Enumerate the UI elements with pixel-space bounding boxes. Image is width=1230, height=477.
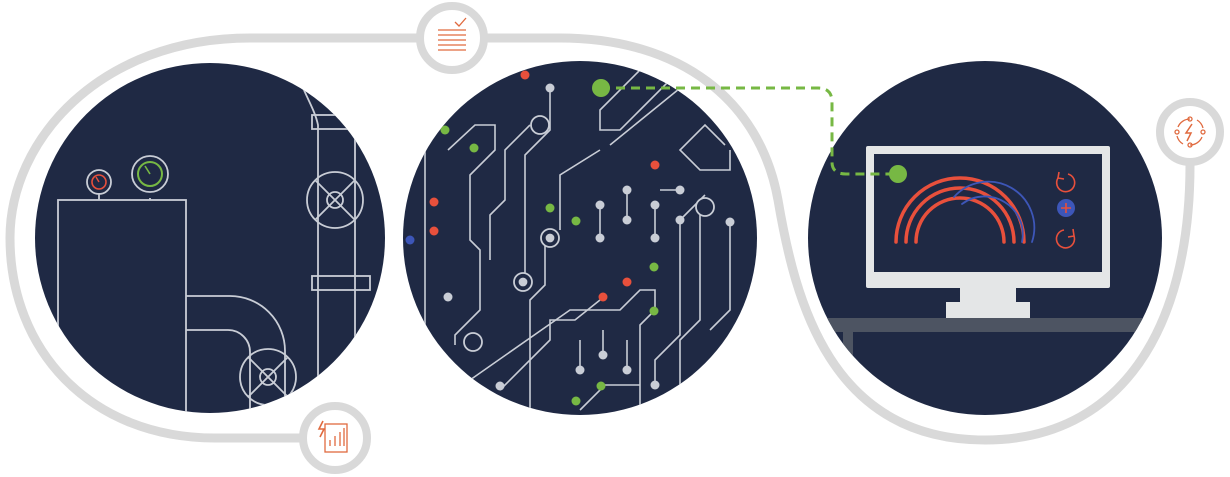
undo-icon[interactable] (1055, 171, 1076, 193)
desk-surface (808, 318, 1162, 332)
scene-industrial-plant (35, 63, 385, 413)
circuit-alert-dots (429, 70, 660, 302)
elbow-pipe (186, 295, 286, 413)
circuit-traces (424, 69, 757, 415)
circuit-nodes (443, 83, 735, 391)
scene-monitoring-dashboard (808, 61, 1162, 415)
checklist-icon (438, 17, 467, 51)
circuit-active-dots (440, 125, 659, 406)
badge-energy-report (299, 402, 371, 474)
pressure-gauge-icon (86, 169, 112, 195)
energy-cycle-icon (1174, 116, 1206, 148)
valve-wheel-icon (306, 171, 364, 229)
scene-circuit-network (403, 61, 757, 415)
data-link-connector (592, 79, 907, 183)
plus-icon[interactable] (1057, 199, 1075, 217)
storage-tank (57, 199, 187, 413)
connector-track (5, 33, 1195, 445)
scene-2-backdrop (403, 61, 757, 415)
pressure-gauge-icon (131, 155, 169, 193)
energy-report-icon (317, 420, 348, 453)
badge-energy-cycle (1156, 98, 1224, 166)
badge-checklist (416, 2, 488, 74)
scene-1-backdrop (35, 63, 385, 413)
monitor-gauge-icon (894, 176, 1036, 244)
redo-icon[interactable] (1055, 228, 1076, 249)
